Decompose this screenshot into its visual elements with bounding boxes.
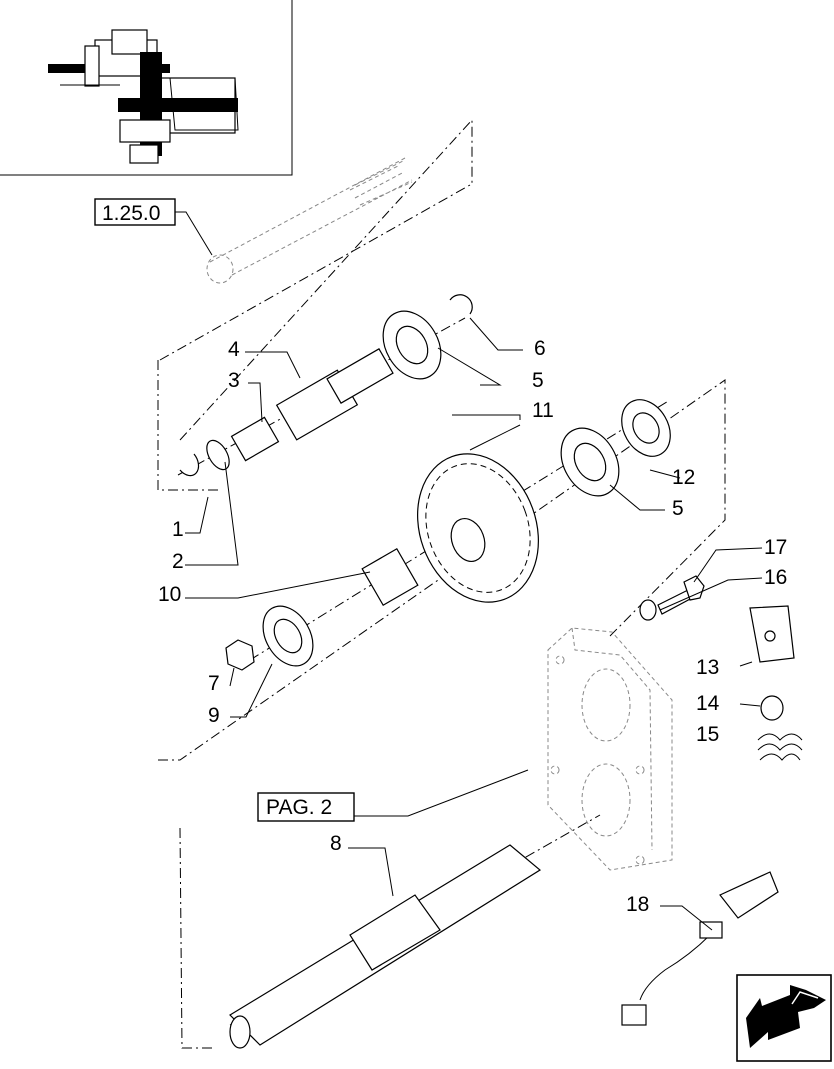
callout-6: 6 (534, 337, 546, 360)
callout-4: 4 (228, 338, 240, 361)
callout-5-lower: 5 (672, 497, 684, 520)
reference-label-1-25-0: 1.25.0 (102, 202, 160, 225)
upper-shaft-assembly (177, 294, 473, 477)
callout-17: 17 (764, 536, 787, 559)
callout-numbers: 4 3 1 2 6 5 11 12 5 10 7 9 17 16 13 14 1… (158, 337, 787, 916)
middle-gear-assembly (158, 379, 726, 761)
reference-label-pag-2: PAG. 2 (266, 796, 332, 819)
callout-15: 15 (696, 723, 719, 746)
lower-shaft-assembly (179, 814, 601, 1049)
reference-box-pag-2[interactable]: PAG. 2 (257, 769, 529, 822)
callout-11: 11 (532, 399, 554, 422)
next-page-arrow-icon[interactable] (736, 974, 832, 1062)
callout-14: 14 (696, 692, 720, 715)
shaft-reference-1-25-0 (157, 118, 473, 491)
sensor-assembly (621, 871, 779, 1026)
callout-3: 3 (228, 369, 240, 392)
callout-5-upper: 5 (532, 369, 544, 392)
callout-13: 13 (696, 656, 719, 679)
callout-16: 16 (764, 566, 787, 589)
housing-phantom (547, 627, 673, 871)
callout-18: 18 (626, 893, 649, 916)
callout-8: 8 (330, 832, 342, 855)
callout-7: 7 (208, 672, 220, 695)
callout-leaders (185, 317, 763, 931)
callout-1: 1 (172, 518, 184, 541)
callout-2: 2 (172, 550, 184, 573)
callout-9: 9 (208, 704, 220, 727)
callout-10: 10 (158, 583, 181, 606)
reference-box-1-25-0[interactable]: 1.25.0 (94, 198, 213, 256)
assembly-thumbnail-icon[interactable] (0, 0, 293, 176)
fastener-group (639, 575, 803, 761)
callout-12: 12 (672, 466, 695, 489)
